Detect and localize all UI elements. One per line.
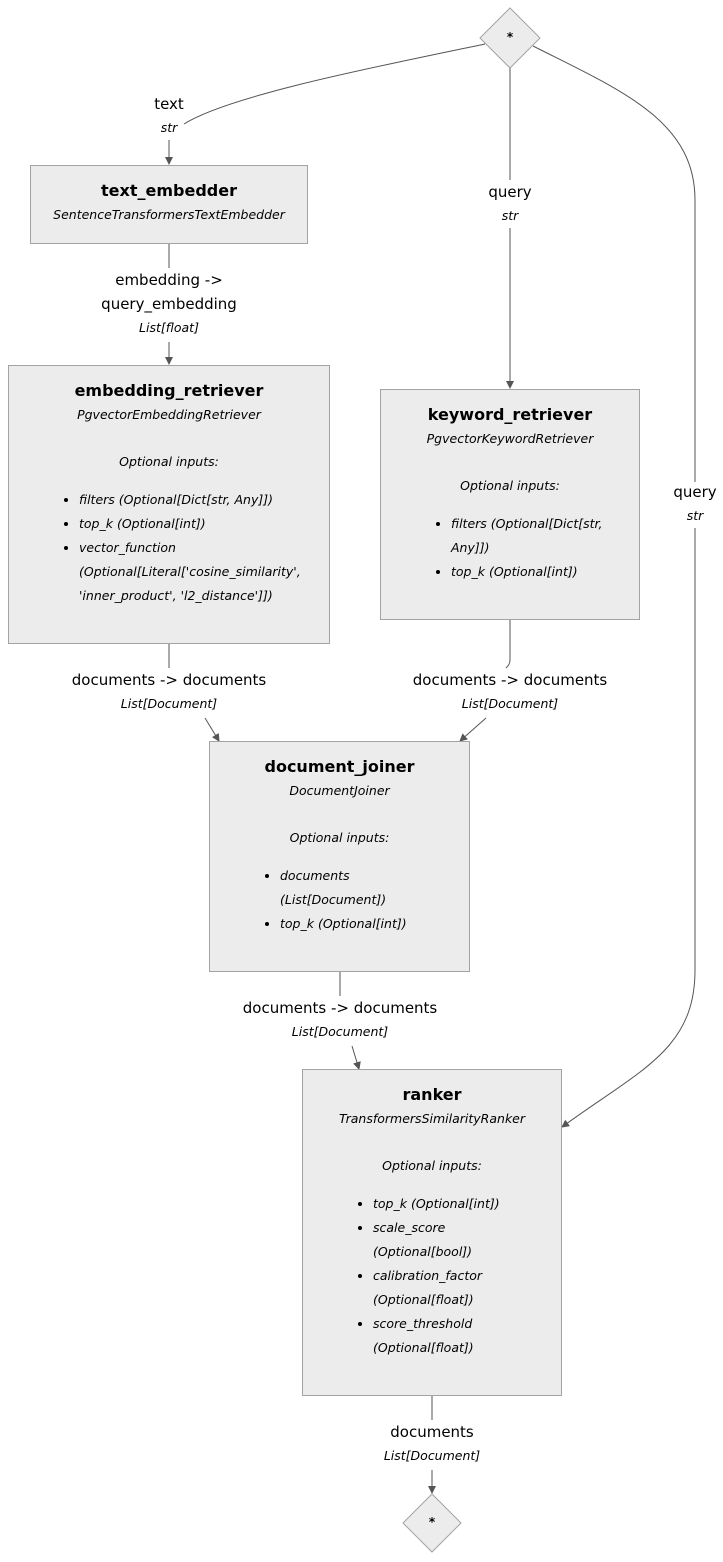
edge-name: query	[673, 483, 717, 501]
edge-type: List[Document]	[461, 696, 559, 711]
node-title: embedding_retriever	[74, 381, 264, 400]
node-title: ranker	[402, 1085, 462, 1104]
node-type: SentenceTransformersTextEmbedder	[53, 207, 285, 222]
list-item: top_k (Optional[int])	[79, 512, 315, 536]
edge-start-to-embedder	[183, 43, 486, 125]
end-marker: *	[428, 1515, 436, 1529]
list-item: documents (List[Document])	[280, 864, 409, 912]
node-type: PgvectorKeywordRetriever	[426, 431, 594, 446]
node-text-embedder[interactable]: text_embedder SentenceTransformersTextEm…	[30, 165, 308, 244]
edge-label-query-keyword: query str	[488, 180, 531, 228]
node-type: DocumentJoiner	[289, 783, 390, 798]
edge-emb-to-joiner-tail	[204, 717, 220, 742]
edge-label-query-ranker: query str	[673, 480, 716, 528]
edge-type: List[float]	[139, 320, 199, 335]
edge-name-line2: query_embedding	[101, 295, 237, 313]
edge-name-line1: embedding ->	[115, 271, 223, 289]
list-item: scale_score (Optional[bool])	[373, 1216, 521, 1264]
node-type: TransformersSimilarityRanker	[338, 1111, 526, 1126]
node-ranker[interactable]: ranker TransformersSimilarityRanker Opti…	[302, 1069, 562, 1396]
optional-inputs-list: filters (Optional[Dict[str, Any]]) top_k…	[79, 488, 315, 608]
end-diamond	[402, 1493, 462, 1553]
optional-inputs-label: Optional inputs:	[460, 478, 560, 493]
list-item: filters (Optional[Dict[str, Any]])	[451, 512, 619, 560]
list-item: top_k (Optional[int])	[451, 560, 619, 584]
edge-label-kw-documents: documents -> documents List[Document]	[413, 668, 608, 716]
edge-kw-to-joiner-head	[505, 620, 511, 669]
node-type: PgvectorEmbeddingRetriever	[77, 407, 261, 422]
edge-type: List[Document]	[291, 1024, 389, 1039]
edge-label-embedding: embedding -> query_embedding List[float]	[101, 268, 237, 340]
start-marker: *	[506, 30, 514, 44]
node-embedding-retriever[interactable]: embedding_retriever PgvectorEmbeddingRet…	[8, 365, 330, 644]
list-item: top_k (Optional[int])	[373, 1192, 521, 1216]
edge-name: query	[488, 183, 532, 201]
edge-label-ranker-documents: documents List[Document]	[384, 1420, 480, 1468]
edge-joiner-to-ranker-tail	[351, 1045, 361, 1070]
node-title: keyword_retriever	[427, 405, 593, 424]
edge-type: str	[501, 208, 519, 223]
edge-name: documents	[390, 1423, 474, 1441]
list-item: top_k (Optional[int])	[280, 912, 409, 936]
optional-inputs-list: filters (Optional[Dict[str, Any]]) top_k…	[451, 512, 619, 584]
edge-type: str	[160, 120, 178, 135]
node-document-joiner[interactable]: document_joiner DocumentJoiner Optional …	[209, 741, 470, 972]
edge-name: text	[154, 95, 184, 113]
optional-inputs-label: Optional inputs:	[119, 454, 219, 469]
optional-inputs-label: Optional inputs:	[289, 830, 390, 845]
optional-inputs-list: documents (List[Document]) top_k (Option…	[280, 864, 409, 936]
optional-inputs-list: top_k (Optional[int]) scale_score (Optio…	[373, 1192, 521, 1360]
edge-type: str	[686, 508, 704, 523]
edge-label-joiner-documents: documents -> documents List[Document]	[243, 996, 438, 1044]
edge-kw-to-joiner-tail	[459, 717, 487, 742]
edge-start-to-ranker-tail	[561, 528, 696, 1128]
edge-name: documents -> documents	[242, 999, 438, 1017]
list-item: calibration_factor (Optional[float])	[373, 1264, 521, 1312]
node-title: text_embedder	[101, 181, 237, 200]
node-keyword-retriever[interactable]: keyword_retriever PgvectorKeywordRetriev…	[380, 389, 640, 620]
optional-inputs-label: Optional inputs:	[382, 1158, 482, 1173]
list-item: vector_function (Optional[Literal['cosin…	[79, 536, 315, 608]
list-item: score_threshold (Optional[float])	[373, 1312, 521, 1360]
list-item: filters (Optional[Dict[str, Any]])	[79, 488, 315, 512]
edge-name: documents -> documents	[412, 671, 608, 689]
edge-type: List[Document]	[120, 696, 218, 711]
node-title: document_joiner	[264, 757, 415, 776]
edge-start-to-ranker-head	[532, 45, 696, 482]
edge-label-text: text str	[154, 92, 184, 140]
edge-name: documents -> documents	[71, 671, 267, 689]
edge-type: List[Document]	[383, 1448, 481, 1463]
edge-label-emb-documents: documents -> documents List[Document]	[72, 668, 267, 716]
